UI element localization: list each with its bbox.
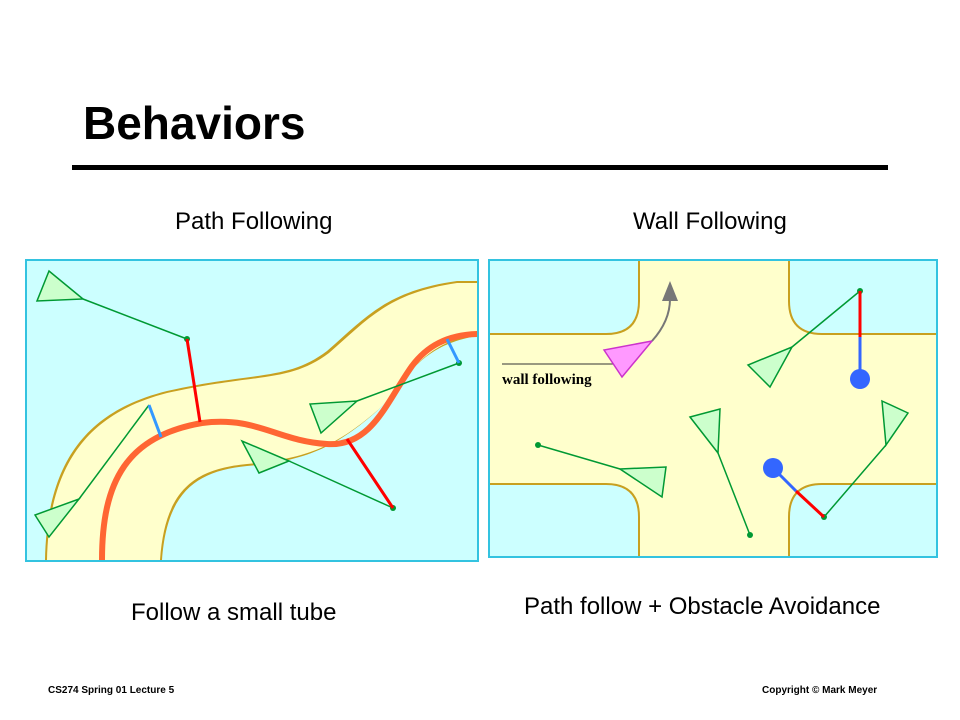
obstacle-icon [850,369,870,389]
agent-velocity [791,290,861,348]
path-following-caption: Follow a small tube [131,599,337,626]
correction-vector [185,338,202,423]
turn-arrow [651,298,671,342]
agent-triangle [688,408,721,456]
road-surface [47,283,477,560]
agent-velocity [78,404,150,500]
footer-copyright: Copyright © Mark Meyer [762,685,878,696]
correction-vector [445,338,461,364]
agent-triangle [617,466,667,499]
agent-triangle [308,400,360,435]
turn-arrowhead-icon [662,281,678,301]
agent-triangle [881,399,910,448]
footer-course: CS274 Spring 01 Lecture 5 [48,685,175,696]
wall-following-caption: Path follow + Obstacle Avoidance [524,593,881,620]
avoidance-vector [794,489,826,519]
wall-following-label: wall following [502,372,592,388]
wall-following-illustration: wall following [490,261,936,556]
slide-title: Behaviors [83,97,306,149]
path-following-diagram [25,259,479,562]
agent-velocity [356,362,460,402]
agent-velocity [288,460,394,509]
road-surface [490,261,936,556]
agent-velocity [717,452,751,536]
agent-velocity [537,444,621,470]
agent-triangle [35,269,85,302]
path-following-illustration [33,269,477,560]
path-centerline [99,331,477,560]
wall-following-diagram: wall following [488,259,938,558]
title-underline [72,165,888,170]
agent-velocity [823,444,887,518]
correction-vector [147,404,163,438]
future-position [535,442,541,448]
agent-velocity [82,298,188,340]
wall-following-heading: Wall Following [633,208,787,235]
path-following-heading: Path Following [175,208,333,235]
agent-triangle [33,497,82,539]
agent-triangle [240,439,291,474]
future-position [747,532,753,538]
wall-follower-agent [602,339,654,379]
correction-vector [345,438,395,509]
obstacle-icon [763,458,783,478]
agent-triangle [746,345,794,389]
